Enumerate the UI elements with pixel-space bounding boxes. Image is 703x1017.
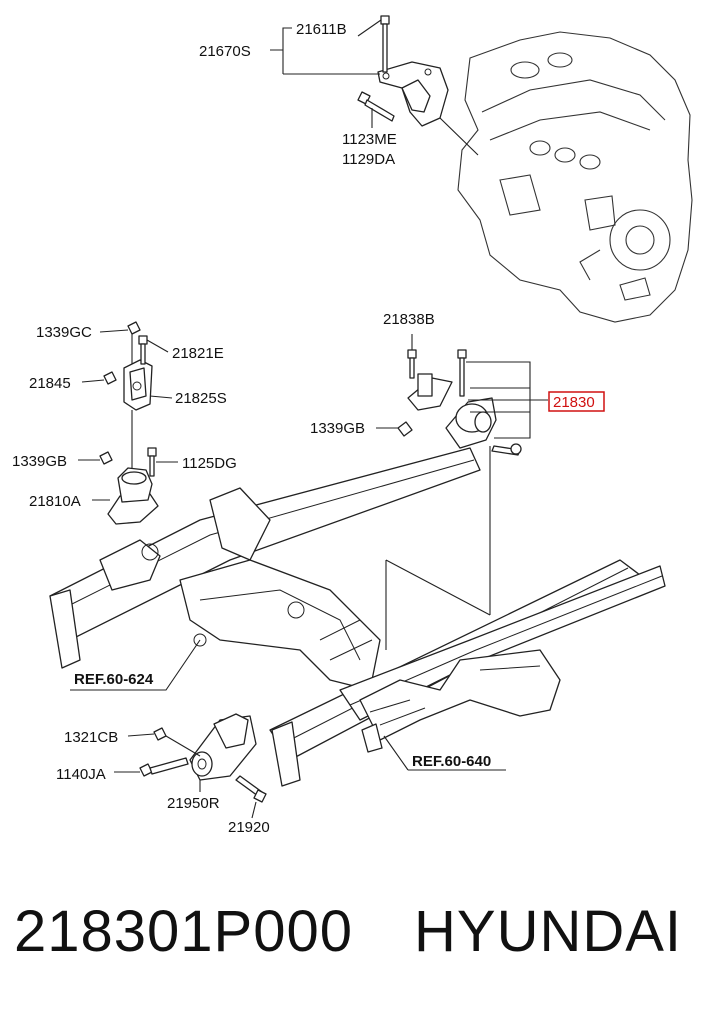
bolt-21838B-a: [407, 349, 417, 379]
label-21845: 21845: [29, 375, 71, 392]
label-1129DA: 1129DA: [342, 151, 395, 168]
label-21830: 21830: [553, 394, 595, 411]
nut-1339GC: [127, 321, 141, 335]
bracket-21825S: [123, 359, 153, 411]
bolt-1123ME: [357, 91, 395, 122]
leader-21611B: [357, 19, 382, 37]
nut-1339GB-left: [99, 451, 113, 465]
stud-bolt-21611B: [380, 15, 390, 73]
leader-21920: [251, 801, 257, 819]
bolt-1140JA: [139, 757, 189, 777]
leader-1321CB: [127, 733, 155, 737]
highlight-box-21830: [548, 391, 605, 412]
leader-21821E: [146, 339, 169, 353]
label-21950R: 21950R: [167, 795, 220, 812]
leader-ref-60-624: [70, 639, 201, 691]
part-number-text: 218301P000: [14, 899, 353, 964]
label-1123ME: 1123ME: [342, 131, 397, 148]
label-ref-60-640: REF.60-640: [412, 753, 491, 770]
label-1339GB-left: 1339GB: [12, 453, 67, 470]
leader-21825S: [149, 395, 173, 399]
label-1125DG: 1125DG: [182, 455, 237, 472]
parts-diagram: 21611B 21670S 1123ME 1129DA 21838B 21830…: [12, 15, 693, 836]
leader-bracket-engine: [439, 117, 479, 156]
label-1321CB: 1321CB: [64, 729, 118, 746]
leader-frame-box: [385, 559, 491, 650]
label-1140JA: 1140JA: [56, 766, 106, 783]
engine-mount-bracket-21670S: [377, 61, 449, 127]
label-21821E: 21821E: [172, 345, 224, 362]
bolt-21920: [235, 775, 267, 803]
subframe-assembly: [49, 447, 666, 787]
label-21810A: 21810A: [29, 493, 81, 510]
leader-21845: [81, 379, 105, 383]
nut-1339GB-right: [397, 421, 413, 437]
leader-21830: [466, 361, 548, 439]
engine-block: [457, 31, 693, 323]
transmission-mount-21830: [407, 373, 522, 456]
brand-text: HYUNDAI: [414, 899, 683, 964]
engine-mount-21810A: [107, 467, 159, 525]
bolt-1125DG: [147, 447, 157, 477]
leader-nut-to-rod: [165, 735, 201, 757]
label-1339GC: 1339GC: [36, 324, 92, 341]
label-1339GB-right: 1339GB: [310, 420, 365, 437]
leader-21670S: [270, 27, 380, 75]
label-21611B: 21611B: [296, 21, 347, 38]
bolt-21838B-b: [457, 349, 467, 397]
roll-rod-21950R: [189, 713, 257, 781]
label-21670S: 21670S: [199, 43, 251, 60]
label-ref-60-624: REF.60-624: [74, 671, 154, 688]
nut-1321CB: [153, 727, 167, 741]
label-21920: 21920: [228, 819, 270, 836]
leader-ref-60-640: [383, 735, 506, 771]
nut-21845: [103, 371, 117, 385]
label-21838B: 21838B: [383, 311, 435, 328]
leader-1339GC: [99, 329, 129, 333]
label-21825S: 21825S: [175, 390, 227, 407]
